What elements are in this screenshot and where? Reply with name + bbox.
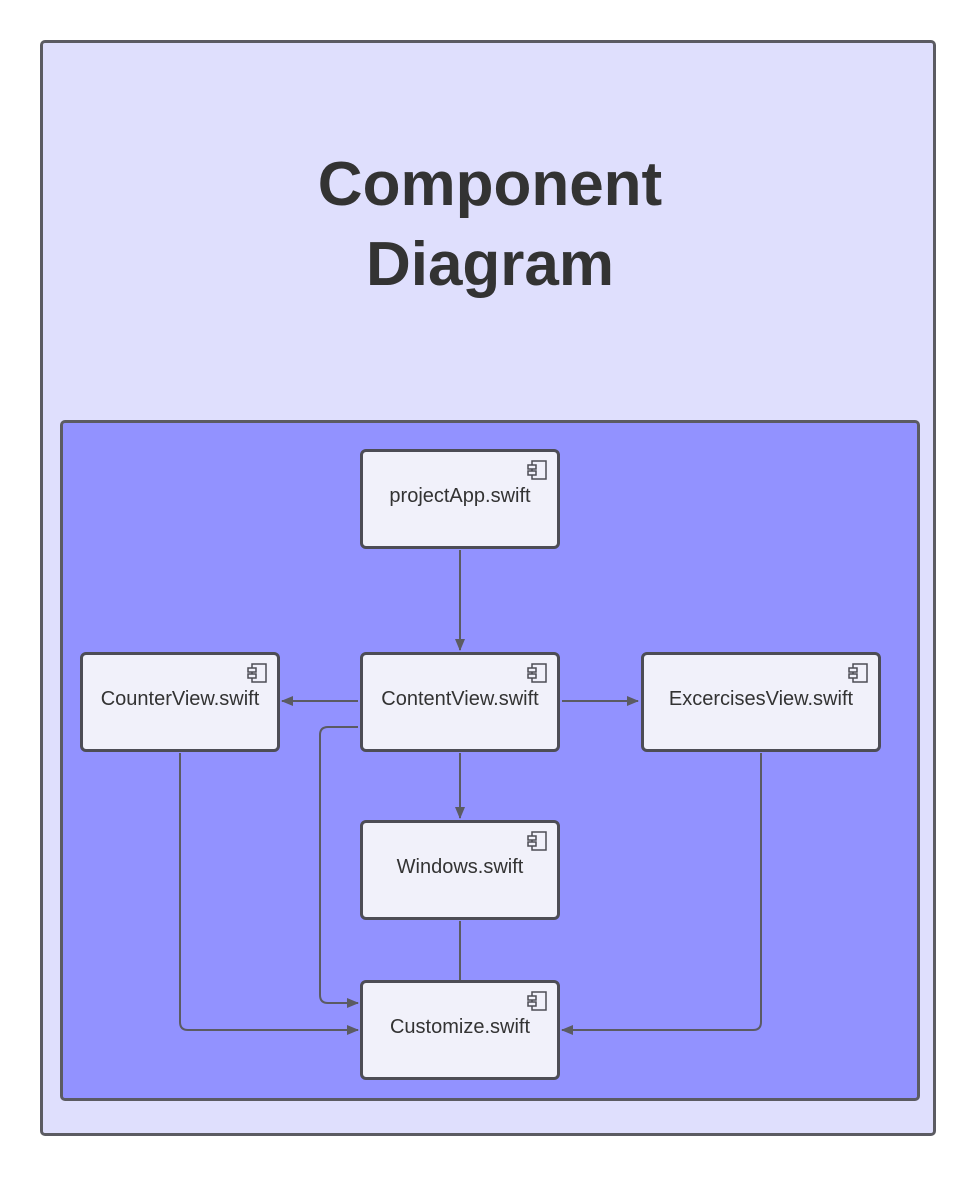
diagram-title: Component Diagram [40,145,940,305]
edge-excercisesview-to-customize [561,753,762,1035]
component-customize[interactable]: Customize.swift [360,980,560,1080]
component-icon [527,991,547,1011]
component-icon [527,831,547,851]
component-windows[interactable]: Windows.swift [360,820,560,920]
edge-contentview-to-customize [319,726,359,1008]
component-label: CounterView.swift [100,687,260,710]
component-contentview[interactable]: ContentView.swift [360,652,560,752]
component-icon [527,460,547,480]
component-icon [848,663,868,683]
component-label: ContentView.swift [381,687,539,710]
component-projectapp[interactable]: projectApp.swift [360,449,560,549]
diagram-title-line-1: Component [317,150,663,219]
component-excercisesview[interactable]: ExcercisesView.swift [641,652,881,752]
diagram-title-line-2: Diagram [365,230,615,299]
component-label: Customize.swift [389,1015,531,1038]
component-label: Windows.swift [396,855,524,878]
edge-counterview-to-customize [179,753,359,1035]
component-icon [527,663,547,683]
component-label: projectApp.swift [389,484,531,507]
component-counterview[interactable]: CounterView.swift [80,652,280,752]
component-label: ExcercisesView.swift [668,687,854,710]
component-icon [247,663,267,683]
